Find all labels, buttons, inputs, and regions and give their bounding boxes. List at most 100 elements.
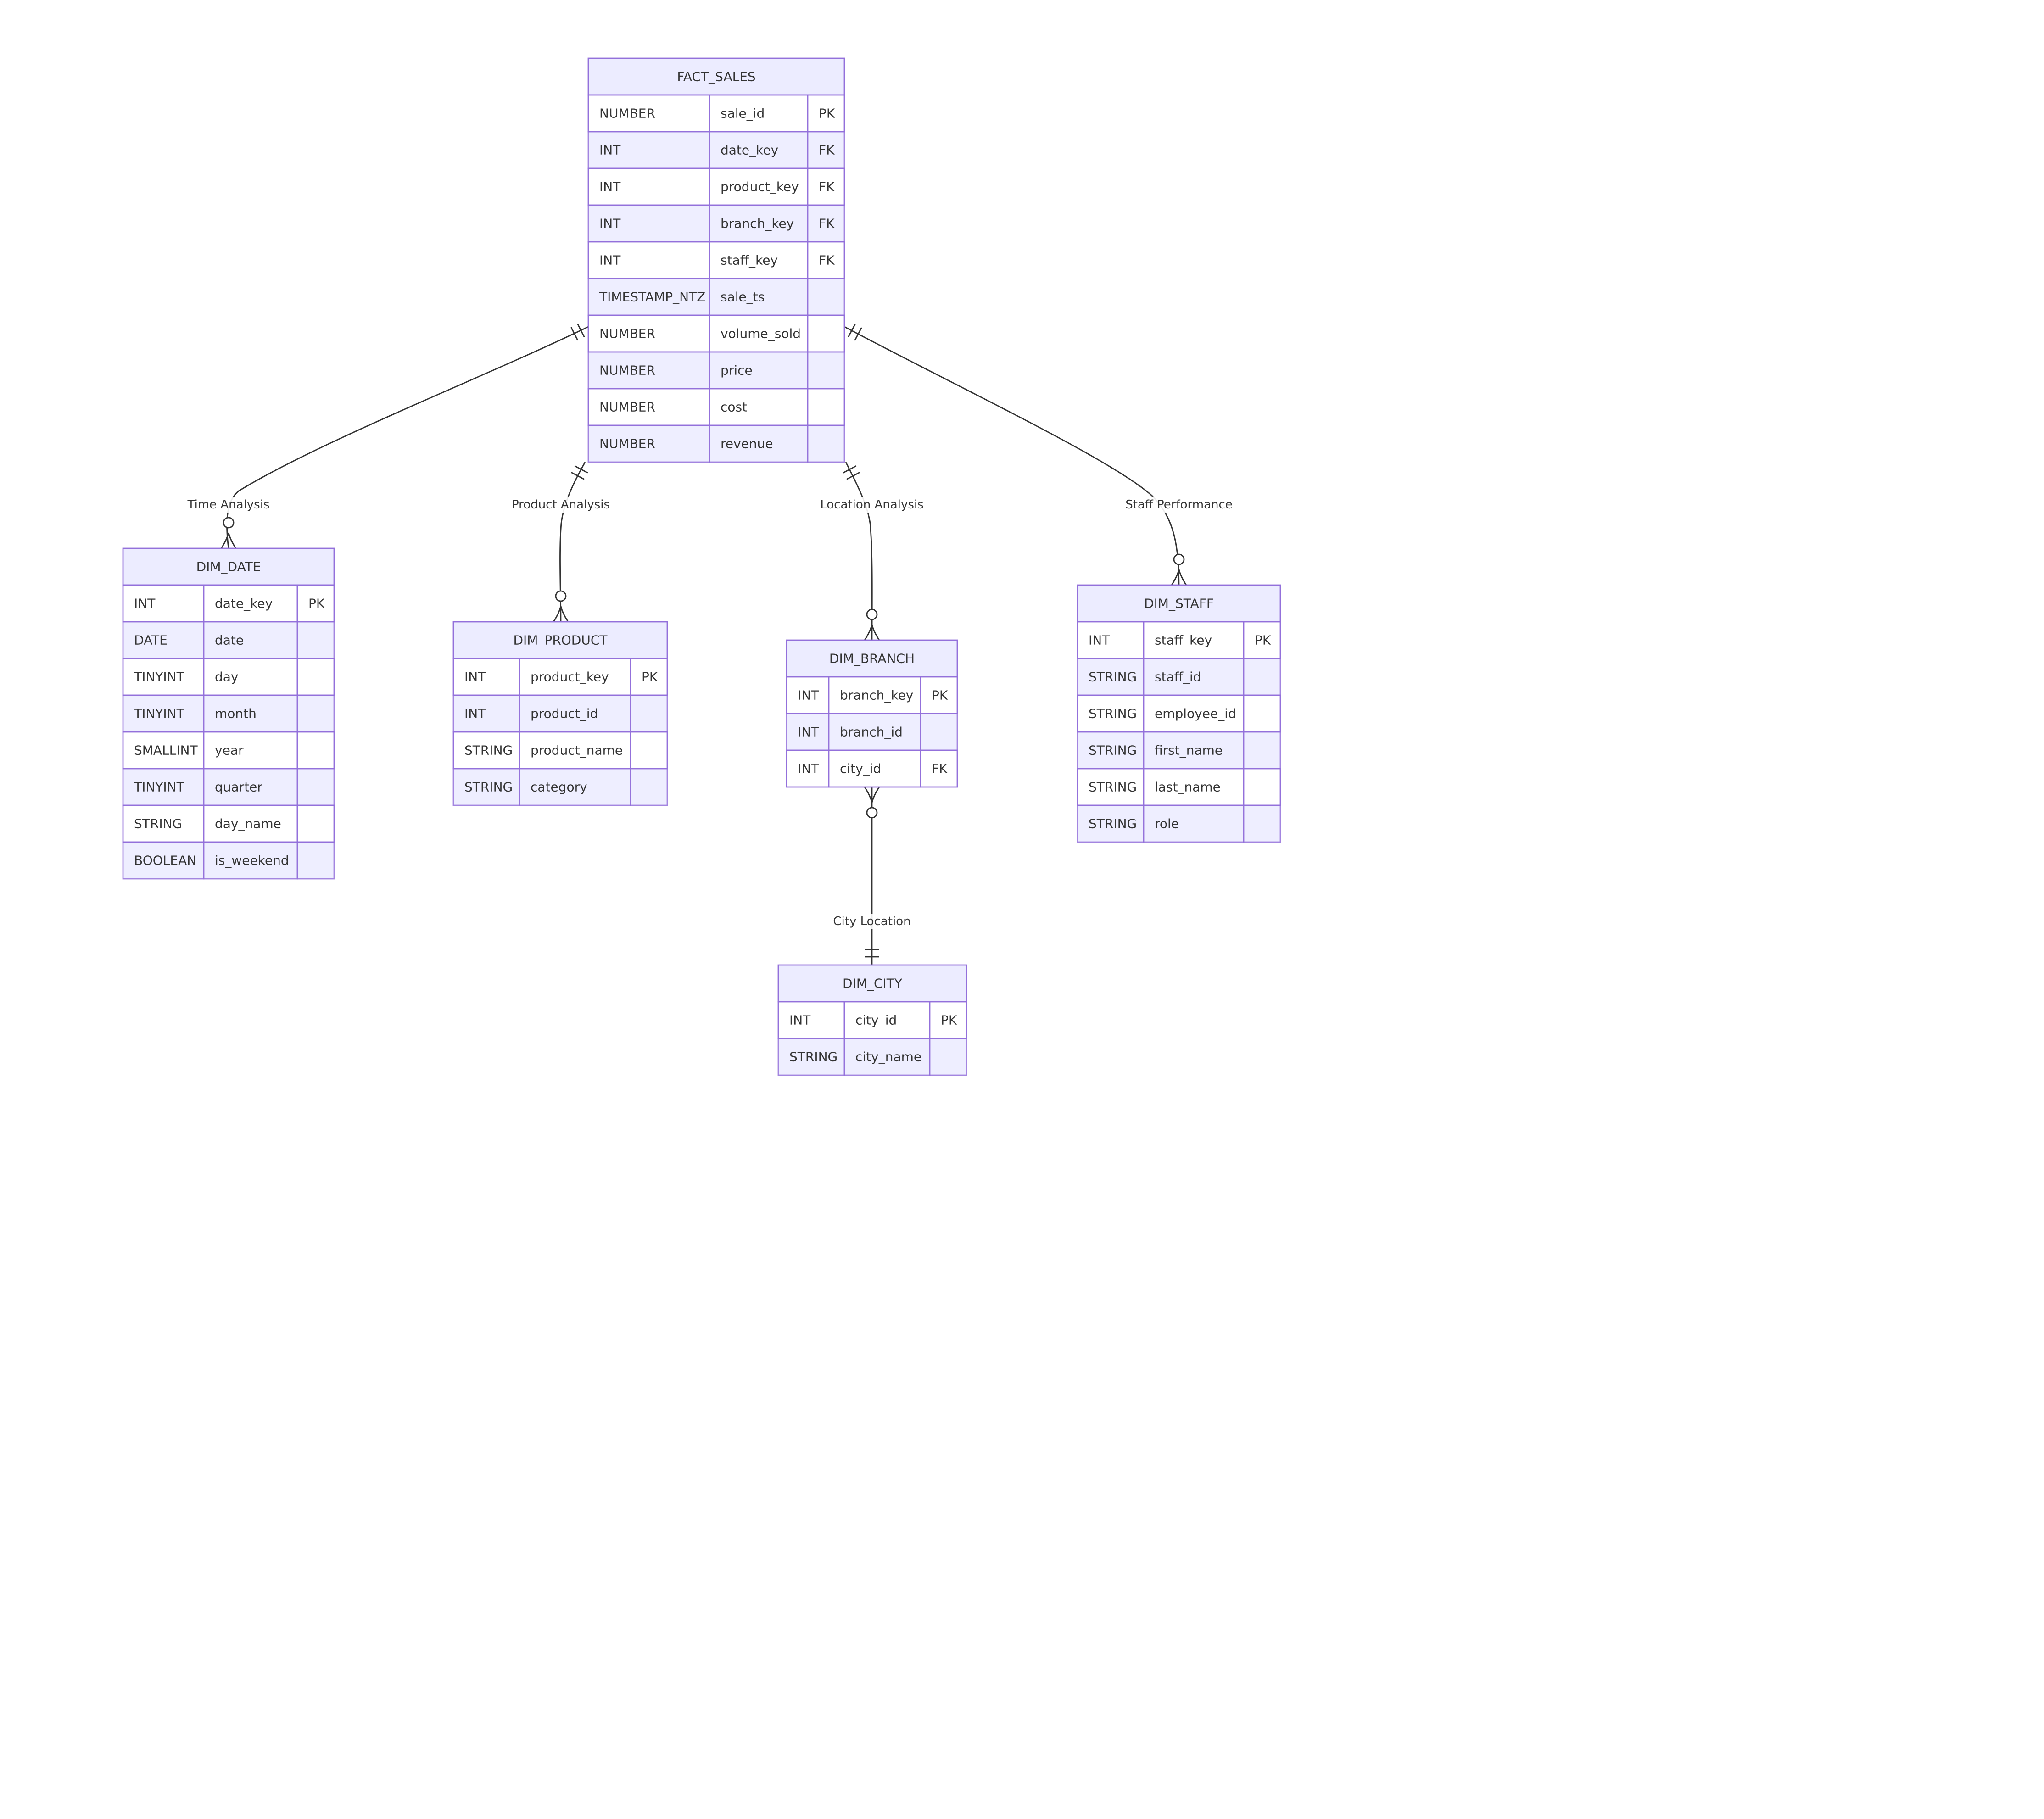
attribute-type: SMALLINT [134,743,198,758]
cardinality-one-bar [570,327,579,341]
crows-foot-left [864,624,873,641]
attribute-type: STRING [1089,670,1137,685]
attribute-key: FK [819,143,835,158]
attribute-name-cell [709,424,809,463]
attribute-key-cell [296,694,335,733]
relationship-city-location[interactable] [864,787,880,965]
attribute-key: FK [819,179,835,195]
attribute-key-cell [1243,768,1281,806]
cardinality-zero-circle [555,590,567,602]
entity-header [452,621,668,659]
attribute-name-cell [203,584,298,623]
attribute-name-cell [709,314,809,353]
attribute-key-cell [630,658,668,696]
attribute-type-cell [1077,658,1145,696]
relationship-location-analysis[interactable] [843,462,880,641]
crows-foot-left [553,606,562,622]
attribute-type: STRING [1089,706,1137,721]
entity-title: DIM_BRANCH [829,651,915,666]
attribute-key-cell [807,388,845,426]
label-background [509,497,612,513]
attribute-name-cell [203,841,298,880]
attribute-type: TINYINT [134,780,185,795]
attribute-type: INT [599,216,621,231]
cardinality-one-bar [854,327,862,341]
entity-title: DIM_DATE [196,559,261,575]
attribute-type-cell [587,278,710,316]
attribute-name-cell [828,749,921,788]
relationship-staff-performance[interactable] [844,324,1187,586]
attribute-type: STRING [464,780,513,795]
attribute-type-cell [587,131,710,169]
attribute-name-cell [709,388,809,426]
attribute-type: INT [798,688,819,703]
attribute-name: day [215,670,239,685]
attribute-type: BOOLEAN [134,853,196,868]
attribute-key-cell [807,167,845,206]
relationship-label: Staff Performance [1125,498,1233,512]
crows-foot-right [1178,569,1187,586]
cardinality-zero-circle [866,608,878,620]
attribute-key-cell [630,731,668,770]
attribute-type-cell [452,658,520,696]
relationship-time-analysis[interactable] [220,324,589,549]
attribute-type-cell [786,713,830,751]
attribute-type: TINYINT [134,670,185,685]
attribute-type-cell [587,314,710,353]
attribute-key: FK [819,253,835,268]
attribute-type: INT [599,179,621,195]
attribute-key-cell [296,804,335,843]
attribute-key-cell [807,278,845,316]
attribute-name: branch_key [840,688,913,703]
cardinality-zero-circle [1173,553,1185,565]
cardinality-one-bar [846,472,860,480]
crows-foot-left [864,787,873,803]
attribute-name: branch_key [720,216,794,231]
relationship-label-city-location: City Location [831,914,913,929]
attribute-key: PK [819,106,835,121]
attribute-key-cell [920,749,958,788]
relationship-label-time-analysis: Time Analysis [185,497,272,513]
attribute-key-cell [929,1038,967,1076]
attribute-name-cell [709,167,809,206]
relationship-product-analysis[interactable] [553,462,588,622]
attribute-name: product_key [531,670,609,685]
attribute-name-cell [828,713,921,751]
attribute-type: INT [789,1013,811,1028]
attribute-name: staff_id [1155,670,1201,685]
attribute-type-cell [587,94,710,133]
attribute-type: INT [464,706,486,721]
attribute-name: category [531,780,587,795]
attribute-type-cell [786,676,830,714]
attribute-type: TINYINT [134,706,185,721]
attribute-type-cell [122,841,205,880]
attribute-key: FK [819,216,835,231]
attribute-name-cell [709,278,809,316]
entity-header [1077,584,1281,623]
attribute-name: city_name [855,1049,921,1065]
